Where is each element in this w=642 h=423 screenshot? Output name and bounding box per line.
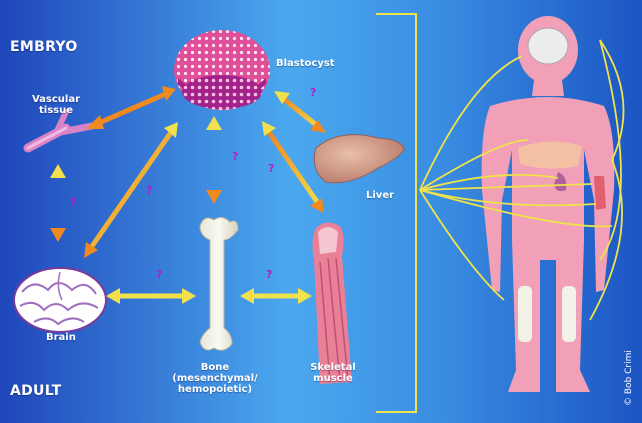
skeletal-muscle-label-line2: muscle (298, 373, 368, 384)
bone-label-line1: Bone (160, 362, 270, 373)
question-mark: ? (146, 184, 152, 197)
question-mark: ? (70, 196, 76, 209)
bone-label-line2: (mesenchymal/ (160, 373, 270, 384)
credit-label: © Bob Crimi (624, 350, 634, 406)
brain-label: Brain (46, 332, 76, 343)
blastocyst-icon (174, 30, 270, 110)
skeletal-muscle-label: Skeletal muscle (298, 362, 368, 384)
skeletal-muscle-label-line1: Skeletal (298, 362, 368, 373)
adult-label: ADULT (10, 384, 61, 399)
question-mark: ? (310, 86, 316, 99)
embryo-label: EMBRYO (10, 40, 78, 55)
brain-icon (14, 268, 106, 332)
question-mark: ? (266, 268, 272, 281)
vascular-tissue-label-line2: tissue (26, 105, 86, 116)
liver-label: Liver (366, 190, 394, 201)
question-mark: ? (268, 162, 274, 175)
blastocyst-label: Blastocyst (276, 58, 335, 69)
bone-label: Bone (mesenchymal/ hemopoietic) (160, 362, 270, 395)
vascular-tissue-label: Vascular tissue (26, 94, 86, 116)
vascular-tissue-label-line1: Vascular (26, 94, 86, 105)
question-mark: ? (156, 268, 162, 281)
bone-label-line3: hemopoietic) (160, 384, 270, 395)
question-mark: ? (232, 150, 238, 163)
